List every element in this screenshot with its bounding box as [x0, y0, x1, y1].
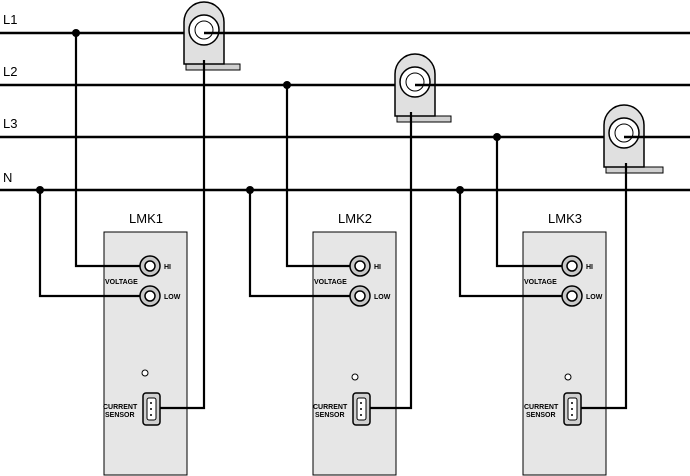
- current-sensor-connector: [563, 392, 582, 426]
- current-label: CURRENT: [313, 404, 348, 411]
- junction-dot: [36, 186, 44, 194]
- wire-low-lmk2: [248, 190, 360, 298]
- junction-dot: [493, 133, 501, 141]
- unit-title-lmk3: LMK3: [548, 211, 582, 226]
- voltage-label: VOLTAGE: [314, 279, 347, 286]
- current-label: CURRENT: [103, 404, 138, 411]
- wire-current-lmk2: [370, 112, 413, 410]
- wire-hi-lmk1: [74, 33, 150, 268]
- unit-title-lmk2: LMK2: [338, 211, 372, 226]
- status-led: [141, 369, 149, 377]
- junction-dot: [72, 29, 80, 37]
- wire-low-lmk1: [38, 190, 150, 298]
- junction-dot: [246, 186, 254, 194]
- wire-hi-lmk3: [495, 137, 572, 268]
- wire-low-lmk3: [458, 190, 572, 298]
- sensor-label: SENSOR: [105, 412, 135, 419]
- current-clamp-l2: [394, 53, 452, 123]
- wire-current-lmk3: [581, 163, 628, 410]
- label-l3: L3: [3, 116, 17, 131]
- low-label: LOW: [586, 294, 603, 301]
- label-n: N: [3, 170, 12, 185]
- voltage-label: VOLTAGE: [524, 279, 557, 286]
- unit-title-lmk1: LMK1: [129, 211, 163, 226]
- wire-hi-lmk2: [285, 85, 360, 268]
- unit-lmk2: LMK2 HI LOW VOLTAGE CURRENT SENSOR: [246, 53, 452, 476]
- junction-dot: [283, 81, 291, 89]
- hi-label: HI: [164, 264, 171, 271]
- status-led: [564, 373, 572, 381]
- low-label: LOW: [374, 294, 391, 301]
- hi-label: HI: [586, 264, 593, 271]
- status-led: [351, 373, 359, 381]
- current-label: CURRENT: [524, 404, 559, 411]
- hi-label: HI: [374, 264, 381, 271]
- unit-lmk3: LMK3 HI LOW VOLTAGE CURRENT SENSOR: [456, 104, 664, 476]
- current-sensor-connector: [352, 392, 371, 426]
- voltage-label: VOLTAGE: [105, 279, 138, 286]
- sensor-label: SENSOR: [315, 412, 345, 419]
- label-l1: L1: [3, 12, 17, 27]
- label-l2: L2: [3, 64, 17, 79]
- junction-dot: [456, 186, 464, 194]
- current-clamp-l3: [603, 104, 664, 174]
- sensor-label: SENSOR: [526, 412, 556, 419]
- current-sensor-connector: [142, 392, 161, 426]
- low-label: LOW: [164, 294, 181, 301]
- current-clamp-l1: [183, 1, 241, 71]
- wire-current-lmk1: [160, 60, 206, 410]
- unit-lmk1: LMK1 HI LOW VOLTAGE CURRENT SENSOR: [36, 1, 241, 476]
